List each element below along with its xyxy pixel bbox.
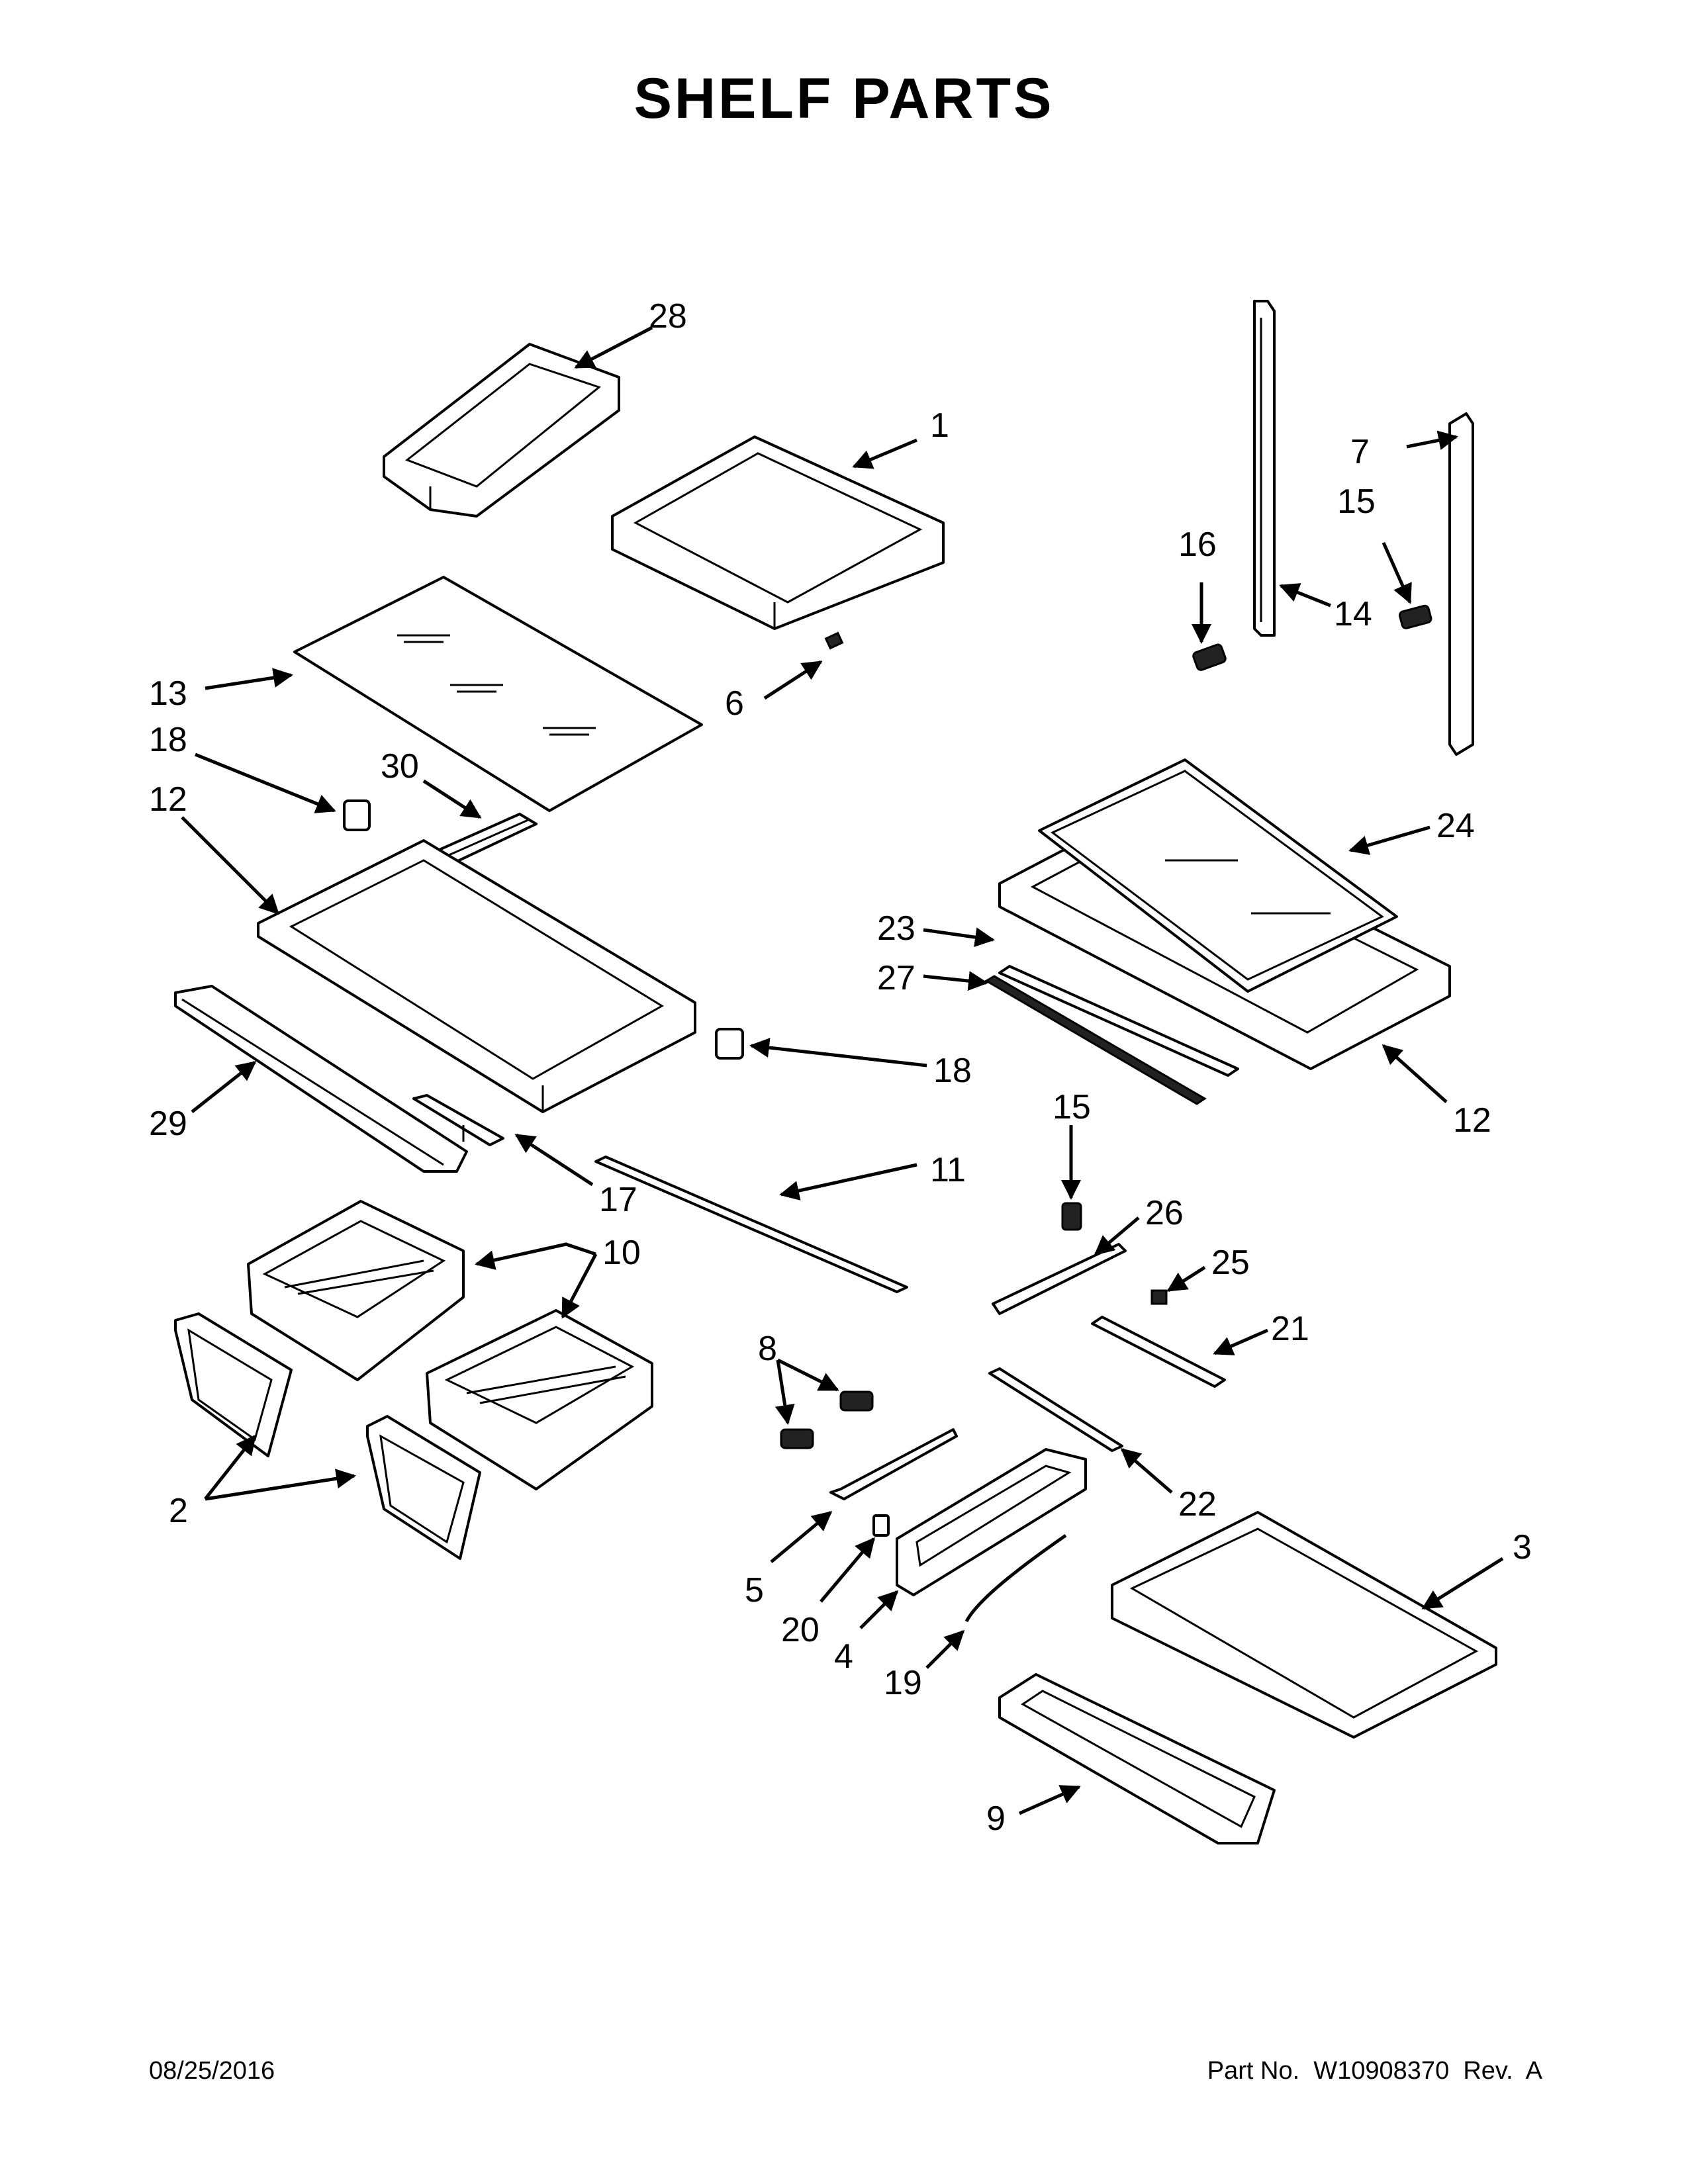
part-15-screw-center: [1061, 1202, 1082, 1231]
callout-20: 20: [781, 1611, 820, 1649]
callout-27: 27: [877, 959, 915, 997]
callout-19: 19: [884, 1664, 922, 1702]
footer-date: 08/25/2016: [149, 2057, 275, 2085]
part-4-housing: [896, 1448, 1087, 1596]
callout-22: 22: [1178, 1485, 1217, 1524]
callout-18-lower: 18: [933, 1052, 972, 1090]
part-22-rail: [988, 1367, 1123, 1452]
callout-15-upper: 15: [1337, 482, 1376, 521]
part-15-screw-upper: [1398, 604, 1432, 629]
callout-5: 5: [745, 1571, 764, 1610]
part-9-tray-front: [998, 1673, 1276, 1844]
callout-leaders: [181, 326, 1504, 1815]
part-10-crisper-left: [247, 1200, 465, 1381]
callout-26: 26: [1145, 1194, 1184, 1232]
part-7-upright: [1448, 412, 1474, 756]
part-26-bracket: [992, 1243, 1127, 1315]
callout-24: 24: [1436, 807, 1475, 845]
part-10-crisper-right: [426, 1309, 653, 1490]
part-24-glass-panel: [1038, 758, 1398, 993]
part-6-screw: [824, 631, 844, 650]
part-29-trim: [174, 985, 468, 1173]
callout-16: 16: [1178, 525, 1217, 564]
part-13-glass-panel: [293, 576, 703, 812]
callout-12-right: 12: [1453, 1101, 1491, 1140]
callout-13: 13: [149, 674, 187, 713]
part-28-small-shelf: [383, 343, 620, 518]
part-11-rod: [594, 1156, 908, 1293]
part-18-upper-cap: [343, 799, 371, 831]
callout-25: 25: [1211, 1244, 1250, 1282]
part-3-tray: [1111, 1511, 1497, 1739]
part-21-rail: [1091, 1316, 1226, 1388]
callout-17: 17: [599, 1181, 637, 1219]
callout-28: 28: [649, 297, 687, 336]
part-17-bracket: [412, 1094, 504, 1146]
callout-11: 11: [930, 1151, 966, 1189]
callout-8: 8: [758, 1330, 777, 1368]
callout-3: 3: [1513, 1528, 1532, 1567]
callout-12-left: 12: [149, 780, 187, 819]
part-8-screws: [780, 1390, 874, 1449]
callout-9: 9: [986, 1799, 1006, 1838]
callout-30: 30: [381, 747, 419, 786]
part-1-shelf-frame: [611, 435, 945, 630]
callout-18-upper: 18: [149, 721, 187, 759]
callout-labels: 28 1 7 15 16 14 6 13 18 30 12 24 23 27 1…: [149, 297, 1532, 1838]
part-27-seal: [984, 975, 1207, 1105]
part-2-drawer-front-right: [366, 1415, 481, 1560]
part-2-drawer-front-left: [174, 1312, 293, 1457]
part-23-strip: [998, 965, 1239, 1077]
part-12-left-shelf-frame: [257, 839, 696, 1113]
part-14-vertical-track: [1253, 300, 1276, 637]
callout-7: 7: [1350, 433, 1370, 471]
footer-part-number: Part No. W10908370 Rev. A: [1207, 2057, 1542, 2085]
callout-14: 14: [1334, 595, 1372, 633]
callout-6: 6: [725, 684, 744, 723]
part-5-bracket: [829, 1428, 958, 1500]
part-18-lower-cap: [715, 1028, 744, 1060]
part-19-wire: [964, 1533, 1067, 1623]
callout-29: 29: [149, 1105, 187, 1143]
callout-21: 21: [1271, 1310, 1309, 1348]
callout-4: 4: [834, 1637, 853, 1676]
callout-10: 10: [602, 1234, 641, 1272]
callout-2: 2: [169, 1492, 188, 1530]
callout-23: 23: [877, 909, 915, 948]
part-16-screw: [1192, 643, 1227, 671]
callout-15-center: 15: [1053, 1088, 1091, 1126]
part-25-clip: [1150, 1289, 1168, 1305]
page-title: SHELF PARTS: [633, 67, 1055, 130]
callout-1: 1: [930, 406, 949, 445]
part-20-clip: [872, 1514, 890, 1537]
